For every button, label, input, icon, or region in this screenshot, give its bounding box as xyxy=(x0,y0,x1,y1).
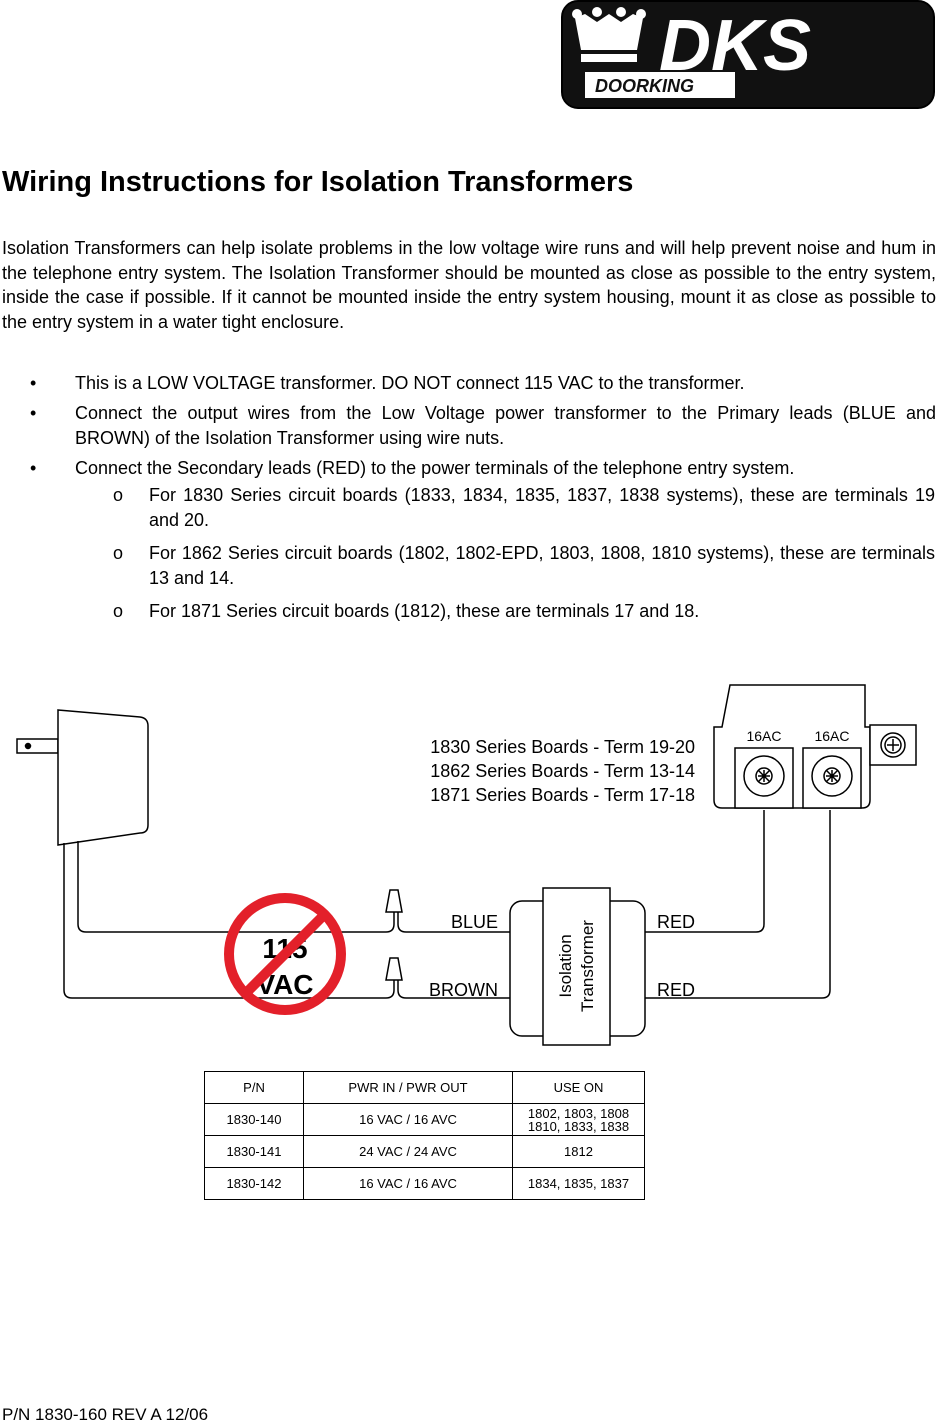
sub-text: For 1871 Series circuit boards (1812), t… xyxy=(149,601,700,621)
blue-wire-label: BLUE xyxy=(451,912,498,932)
brown-wire-label: BROWN xyxy=(429,980,498,1000)
table-cell: 1830-141 xyxy=(204,1135,304,1168)
table-row: 1830-140 16 VAC / 16 AVC 1802, 1803, 180… xyxy=(204,1103,645,1136)
bullet-text: Connect the output wires from the Low Vo… xyxy=(75,403,936,448)
part-number-footer: P/N 1830-160 REV A 12/06 xyxy=(2,1405,209,1424)
board-note: 1871 Series Boards - Term 17-18 xyxy=(430,785,695,805)
table-row: 1830-142 16 VAC / 16 AVC 1834, 1835, 183… xyxy=(204,1167,645,1200)
transformer-label: Transformer xyxy=(578,920,597,1012)
cell-line: 1810, 1833, 1838 xyxy=(527,1118,630,1134)
table-cell: 16 VAC / 16 AVC xyxy=(303,1167,513,1200)
wiring-diagram: 1830 Series Boards - Term 19-20 1862 Ser… xyxy=(16,684,917,1046)
sub-bullet-icon: o xyxy=(113,543,124,563)
red-wire-bottom xyxy=(645,810,831,999)
sub-list-item: o For 1871 Series circuit boards (1812),… xyxy=(0,599,936,624)
table-cell: 24 VAC / 24 AVC xyxy=(303,1135,513,1168)
table-cell: 1830-140 xyxy=(204,1103,304,1136)
wire-nut-top xyxy=(385,889,403,913)
intro-paragraph: Isolation Transformers can help isolate … xyxy=(2,238,936,332)
list-item: • Connect the Secondary leads (RED) to t… xyxy=(0,456,937,624)
column-header: P/N xyxy=(204,1071,304,1104)
plug-wire-bottom xyxy=(63,843,395,999)
logo-name: DOORKING xyxy=(595,76,694,96)
bullet-icon: • xyxy=(30,457,37,478)
board-note: 1830 Series Boards - Term 19-20 xyxy=(430,737,695,757)
ground-screw-icon xyxy=(880,732,906,758)
board-note: 1862 Series Boards - Term 13-14 xyxy=(430,761,695,781)
instruction-list: • This is a LOW VOLTAGE transformer. DO … xyxy=(0,371,937,633)
column-header: PWR IN / PWR OUT xyxy=(303,1071,513,1104)
table-cell: 1812 xyxy=(512,1135,645,1168)
terminal-screw-icon xyxy=(743,755,785,797)
sub-list-item: o For 1862 Series circuit boards (1802, … xyxy=(0,541,936,590)
doorking-logo: DKS DOORKING xyxy=(561,0,935,110)
crown-icon xyxy=(572,7,646,62)
table-cell: 1834, 1835, 1837 xyxy=(512,1167,645,1200)
table-row: 1830-141 24 VAC / 24 AVC 1812 xyxy=(204,1135,645,1168)
table-cell: 16 VAC / 16 AVC xyxy=(303,1103,513,1136)
transformer-label: Isolation xyxy=(556,934,575,997)
sub-text: For 1830 Series circuit boards (1833, 18… xyxy=(149,485,935,530)
terminal-label: 16AC xyxy=(814,728,849,744)
parts-table: P/N PWR IN / PWR OUT USE ON 1830-140 16 … xyxy=(204,1071,645,1200)
sub-bullet-icon: o xyxy=(113,601,124,621)
blue-wire xyxy=(397,912,510,933)
sub-bullet-icon: o xyxy=(113,485,124,505)
cell-line: 1802, 1803, 1808 xyxy=(527,1105,630,1121)
no-115vac-icon: 115 VAC xyxy=(224,893,346,1015)
table-cell: 1802, 1803, 1808 1810, 1833, 1838 xyxy=(512,1103,645,1136)
plug-icon xyxy=(16,709,149,846)
red-wire-top xyxy=(645,810,765,933)
bullet-icon: • xyxy=(30,403,37,423)
sub-text: For 1862 Series circuit boards (1802, 18… xyxy=(149,543,935,588)
bullet-icon: • xyxy=(30,373,37,393)
sub-list-item: o For 1830 Series circuit boards (1833, … xyxy=(0,483,936,532)
page-title: Wiring Instructions for Isolation Transf… xyxy=(2,166,634,198)
table-cell: 1830-142 xyxy=(204,1167,304,1200)
bullet-text: Connect the Secondary leads (RED) to the… xyxy=(75,457,795,478)
terminal-label: 16AC xyxy=(746,728,781,744)
red-wire-label: RED xyxy=(657,980,695,1000)
bullet-text: This is a LOW VOLTAGE transformer. DO NO… xyxy=(75,373,745,393)
list-item: • This is a LOW VOLTAGE transformer. DO … xyxy=(0,371,937,396)
red-wire-label: RED xyxy=(657,912,695,932)
list-item: • Connect the output wires from the Low … xyxy=(0,401,937,450)
table-header-row: P/N PWR IN / PWR OUT USE ON xyxy=(204,1071,645,1104)
wire-nut-bottom xyxy=(385,957,403,981)
sub-list: o For 1830 Series circuit boards (1833, … xyxy=(75,483,936,624)
brown-wire xyxy=(397,980,510,999)
terminal-screw-icon xyxy=(811,755,853,797)
column-header: USE ON xyxy=(512,1071,645,1104)
